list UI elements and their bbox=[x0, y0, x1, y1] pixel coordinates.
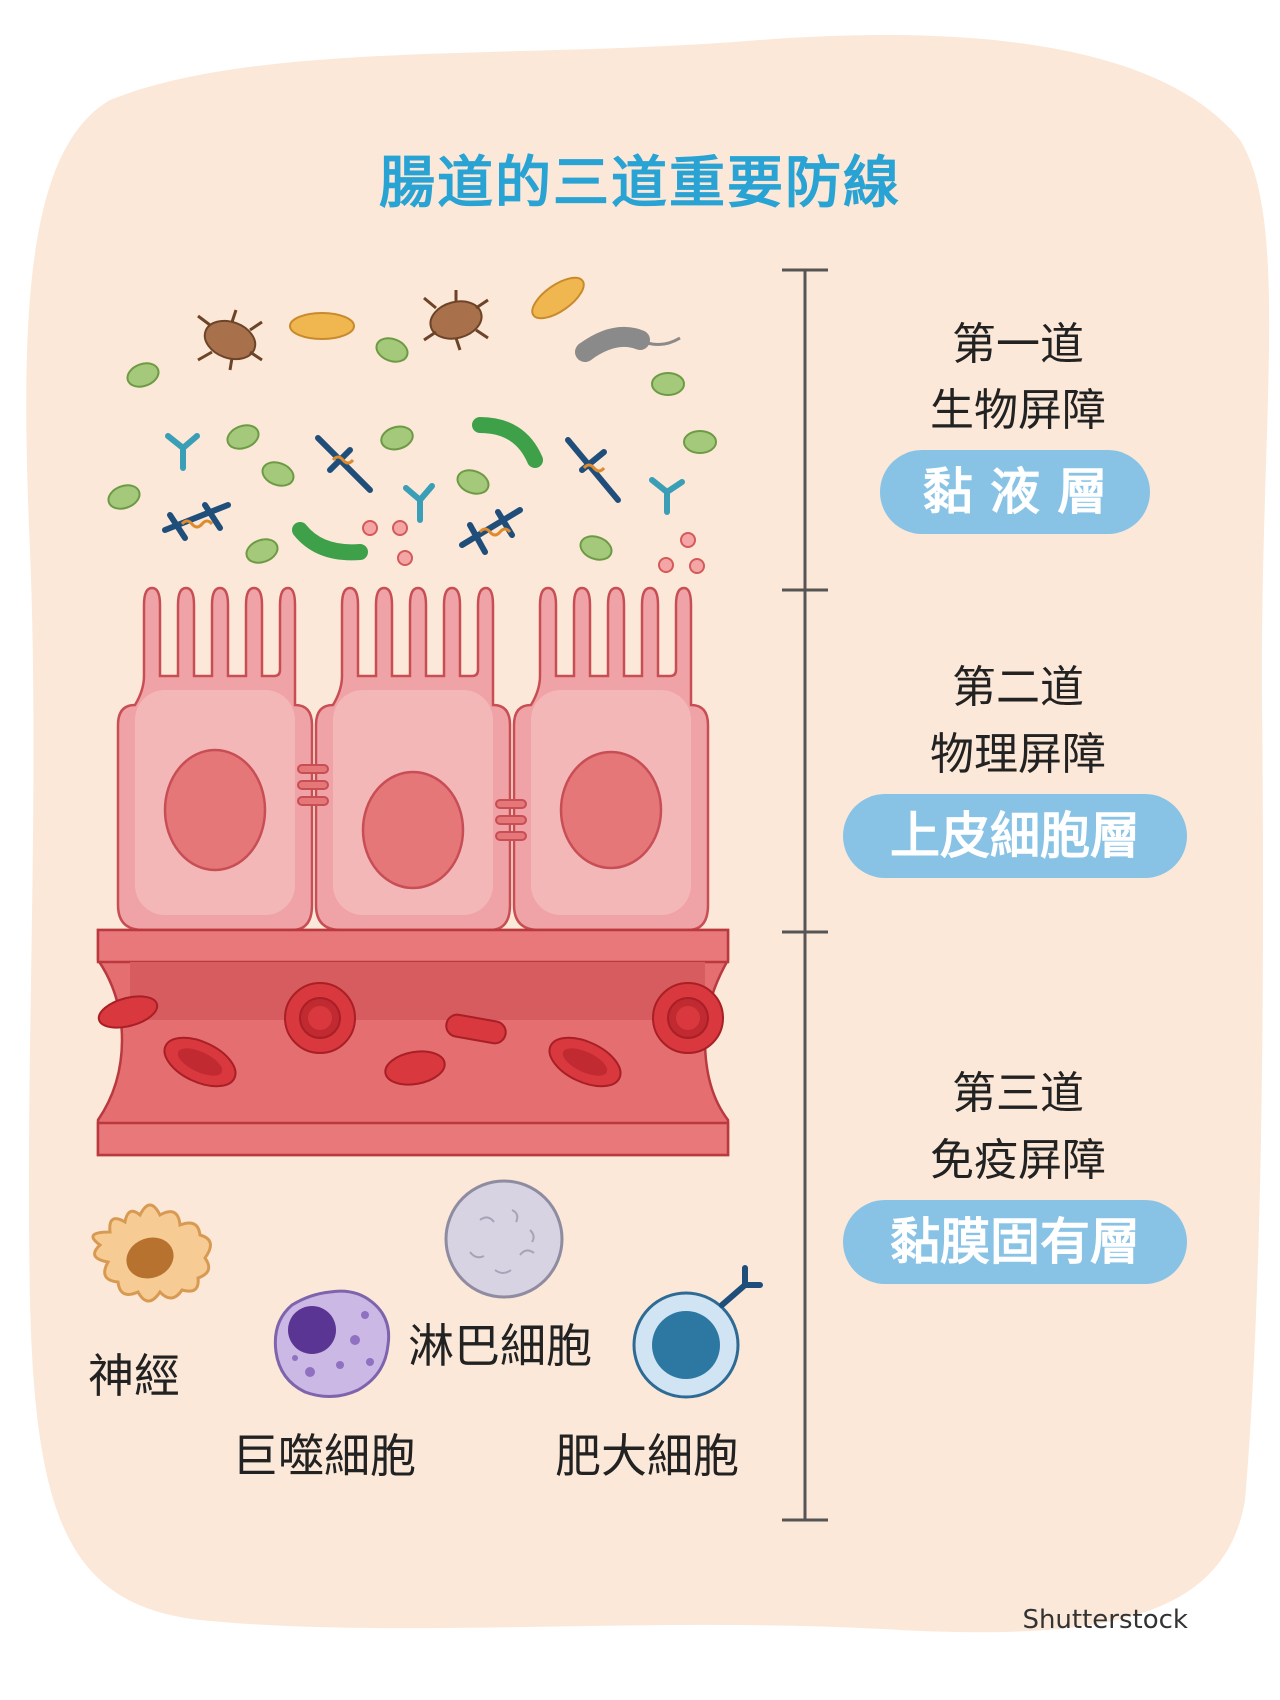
antigen-chains bbox=[180, 455, 606, 537]
mast-cell-label: 肥大細胞 bbox=[555, 1429, 739, 1483]
macrophage-label: 巨噬細胞 bbox=[232, 1429, 416, 1483]
level-3-layer-pill: 黏膜固有層 bbox=[843, 1200, 1187, 1284]
blood-vessel bbox=[96, 928, 730, 1157]
level-2-line: 第二道 bbox=[952, 662, 1084, 713]
level-1-layer-pill: 黏 液 層 bbox=[880, 450, 1150, 534]
lymphocyte-icon bbox=[444, 1179, 564, 1299]
scale-bar bbox=[782, 268, 828, 1522]
level-3-barrier: 免疫屏障 bbox=[930, 1135, 1106, 1186]
red-blood-cells bbox=[97, 982, 724, 1088]
level-1-line: 第一道 bbox=[952, 319, 1084, 370]
bacteria-green-ovals bbox=[107, 337, 717, 564]
nerve-cell-icon bbox=[91, 1203, 212, 1303]
level-3-line: 第三道 bbox=[952, 1068, 1084, 1119]
nerve-label: 神經 bbox=[88, 1349, 180, 1403]
level-1-barrier: 生物屏障 bbox=[930, 385, 1106, 436]
epithelial-cell bbox=[314, 586, 512, 932]
level-2-layer-pill: 上皮細胞層 bbox=[843, 794, 1187, 878]
mites bbox=[197, 290, 489, 371]
epithelial-cell bbox=[512, 586, 710, 932]
antibody-teal bbox=[165, 433, 685, 523]
epithelial-cells bbox=[116, 586, 710, 932]
mast-cell-icon bbox=[632, 1265, 763, 1399]
image-credit: Shutterstock bbox=[1022, 1605, 1188, 1635]
small-red-particles bbox=[362, 520, 705, 574]
bacteria-orange-ovals bbox=[289, 276, 585, 340]
tight-junctions bbox=[297, 764, 527, 841]
level-2-barrier: 物理屏障 bbox=[930, 729, 1106, 780]
mucus-layer-microbes bbox=[107, 276, 717, 574]
macrophage-icon bbox=[273, 1289, 391, 1398]
bacteria-rods bbox=[292, 417, 543, 561]
worm-bacterium bbox=[575, 327, 681, 362]
page-title: 腸道的三道重要防線 bbox=[379, 151, 901, 216]
epithelial-cell bbox=[116, 586, 314, 932]
lymphocyte-label: 淋巴細胞 bbox=[408, 1319, 592, 1373]
